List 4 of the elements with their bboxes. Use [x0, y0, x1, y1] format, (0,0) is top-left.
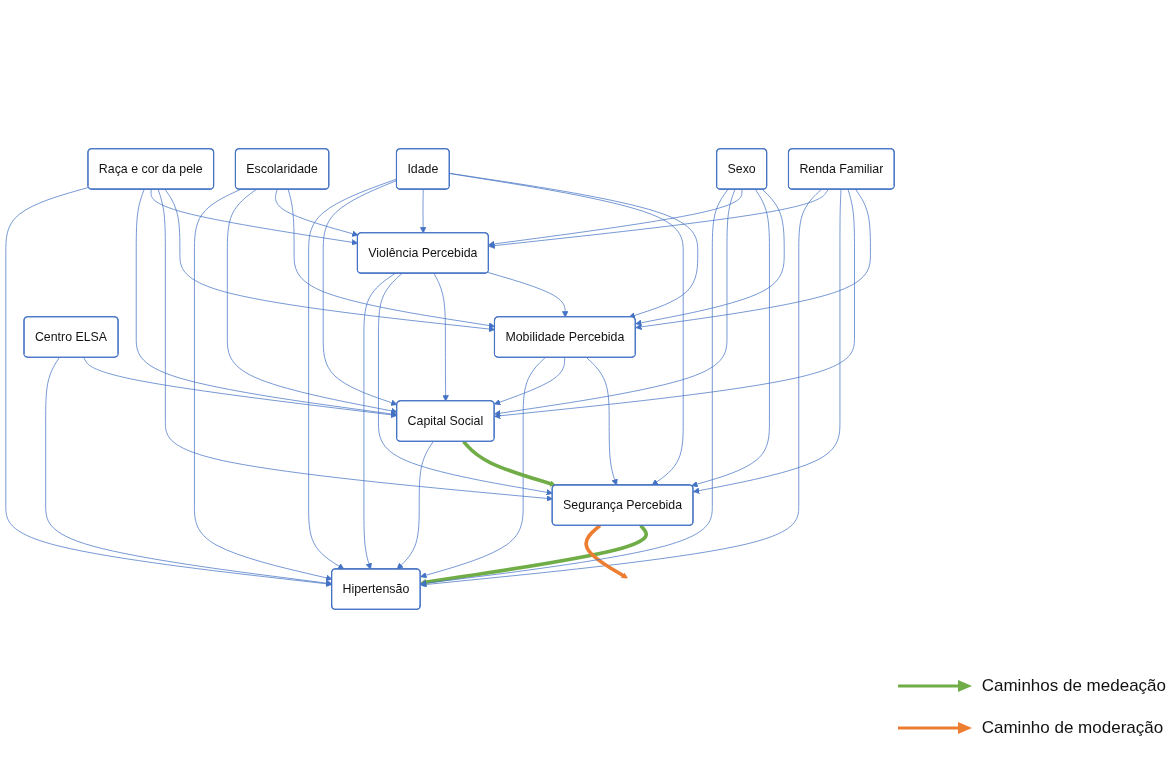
legend-text: Caminho de moderação	[981, 718, 1164, 738]
arrow	[462, 440, 556, 487]
arrow	[584, 524, 628, 579]
legend-text: Caminhos de medeação	[981, 676, 1166, 696]
